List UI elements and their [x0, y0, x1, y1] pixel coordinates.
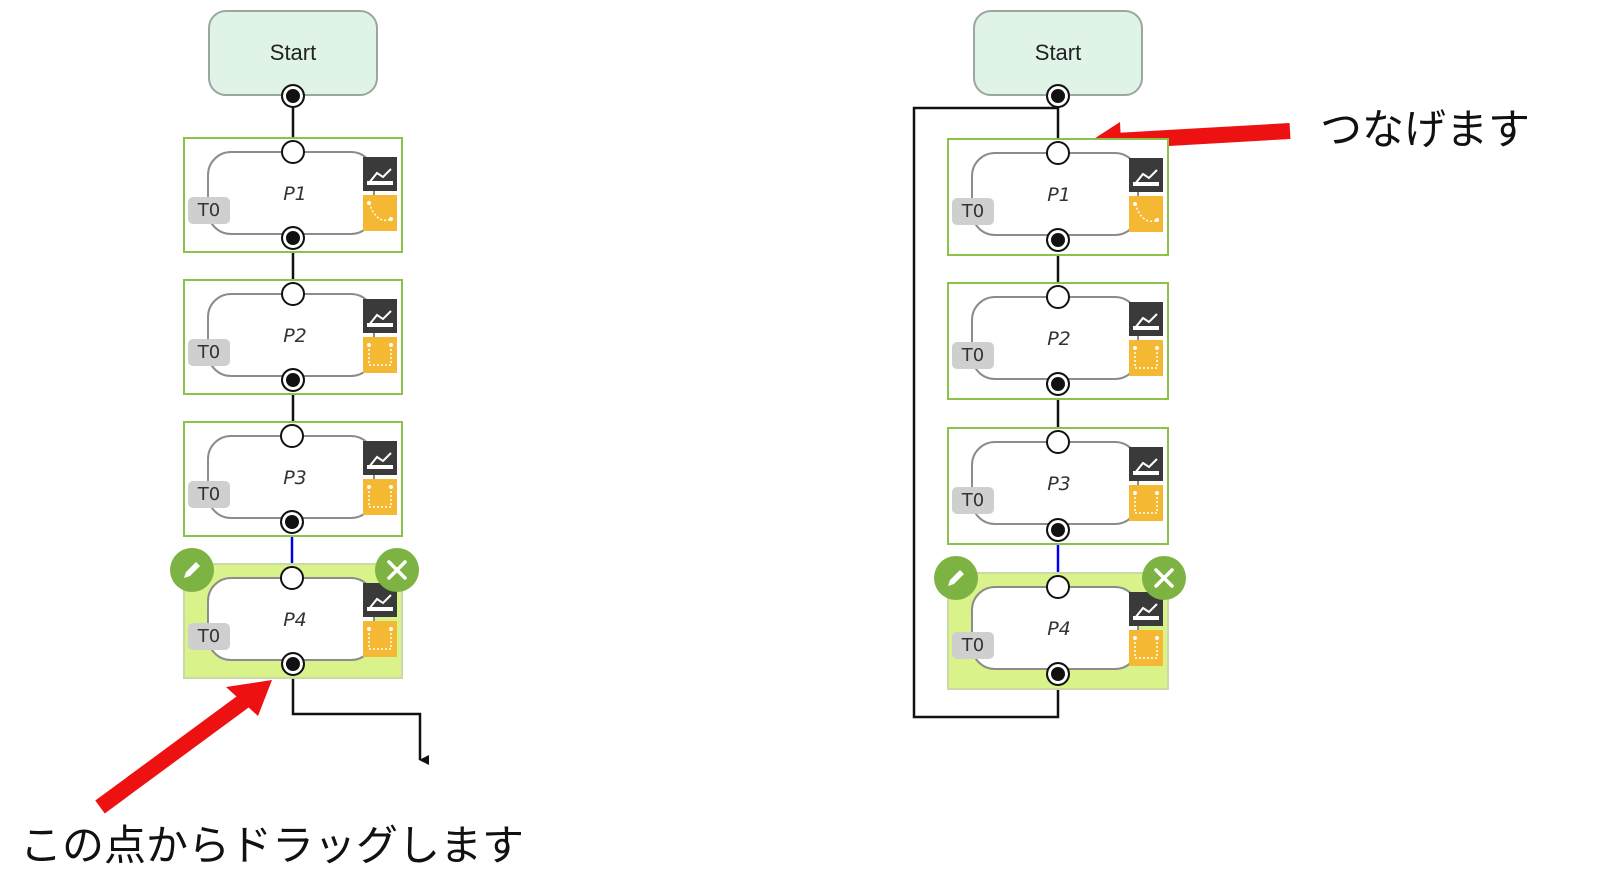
process-node-p1[interactable]: P1 T0: [947, 138, 1169, 256]
move-path-icon[interactable]: [1129, 447, 1163, 481]
node-loop: [971, 586, 1139, 670]
output-port-drag-source[interactable]: [281, 652, 305, 676]
tool-tag: T0: [188, 481, 230, 508]
tool-tag: T0: [952, 487, 994, 514]
start-label: Start: [1034, 40, 1082, 65]
move-path-icon[interactable]: [363, 299, 397, 333]
tool-tag: T0: [188, 339, 230, 366]
tool-tag: T0: [188, 623, 230, 650]
input-port[interactable]: [1046, 575, 1070, 599]
tool-tag: T0: [952, 198, 994, 225]
output-port[interactable]: [280, 510, 304, 534]
node-label: P4: [1047, 618, 1071, 640]
edit-button[interactable]: [934, 556, 978, 600]
tool-tag: T0: [952, 342, 994, 369]
input-port[interactable]: [1046, 430, 1070, 454]
trajectory-icon[interactable]: [1129, 630, 1163, 666]
move-path-icon[interactable]: [363, 157, 397, 191]
start-label: Start: [269, 40, 317, 65]
flow-diagram-after: Start P1 T0 P2 T0 P3 T0: [880, 0, 1600, 896]
trajectory-icon[interactable]: [1129, 485, 1163, 521]
move-path-icon[interactable]: [1129, 302, 1163, 336]
output-port[interactable]: [1046, 518, 1070, 542]
node-label: P2: [1047, 328, 1071, 350]
input-port[interactable]: [1046, 285, 1070, 309]
delete-button[interactable]: [1142, 556, 1186, 600]
output-port[interactable]: [1046, 662, 1070, 686]
red-arrow-drag-head: [226, 680, 272, 716]
node-loop: [207, 435, 375, 519]
move-path-icon[interactable]: [1129, 158, 1163, 192]
trajectory-icon[interactable]: [1129, 196, 1163, 232]
edit-pencil-icon: [184, 562, 200, 578]
flow-diagram-before: Start P1 T0 P2 T0 P3 T0: [0, 0, 600, 896]
close-x-icon: [387, 560, 407, 580]
node-label: P4: [283, 609, 307, 631]
output-port[interactable]: [1046, 84, 1070, 108]
edit-pencil-icon: [948, 570, 964, 586]
node-label: P3: [283, 467, 307, 489]
output-port[interactable]: [1046, 372, 1070, 396]
move-path-icon[interactable]: [363, 441, 397, 475]
input-port[interactable]: [281, 140, 305, 164]
output-port[interactable]: [281, 368, 305, 392]
node-loop: [207, 293, 375, 377]
trajectory-icon[interactable]: [363, 195, 397, 231]
node-label: P3: [1047, 473, 1071, 495]
output-port[interactable]: [1046, 228, 1070, 252]
red-arrow-drag: [95, 691, 253, 814]
input-port[interactable]: [280, 424, 304, 448]
connect-instruction: つなげます: [1320, 105, 1531, 154]
output-port[interactable]: [281, 226, 305, 250]
start-node[interactable]: Start: [973, 10, 1143, 96]
edit-button[interactable]: [170, 548, 214, 592]
node-label: P1: [1047, 184, 1071, 206]
input-port[interactable]: [1046, 141, 1070, 165]
trajectory-icon[interactable]: [363, 621, 397, 657]
node-label: P1: [283, 183, 307, 205]
input-port[interactable]: [281, 282, 305, 306]
output-port[interactable]: [281, 84, 305, 108]
input-port[interactable]: [280, 566, 304, 590]
tool-tag: T0: [952, 632, 994, 659]
trajectory-icon[interactable]: [363, 479, 397, 515]
trajectory-icon[interactable]: [363, 337, 397, 373]
delete-button[interactable]: [375, 548, 419, 592]
trajectory-icon[interactable]: [1129, 340, 1163, 376]
tool-tag: T0: [188, 197, 230, 224]
drag-instruction: この点からドラッグします: [20, 821, 525, 870]
close-x-icon: [1154, 568, 1174, 588]
node-label: P2: [283, 325, 307, 347]
